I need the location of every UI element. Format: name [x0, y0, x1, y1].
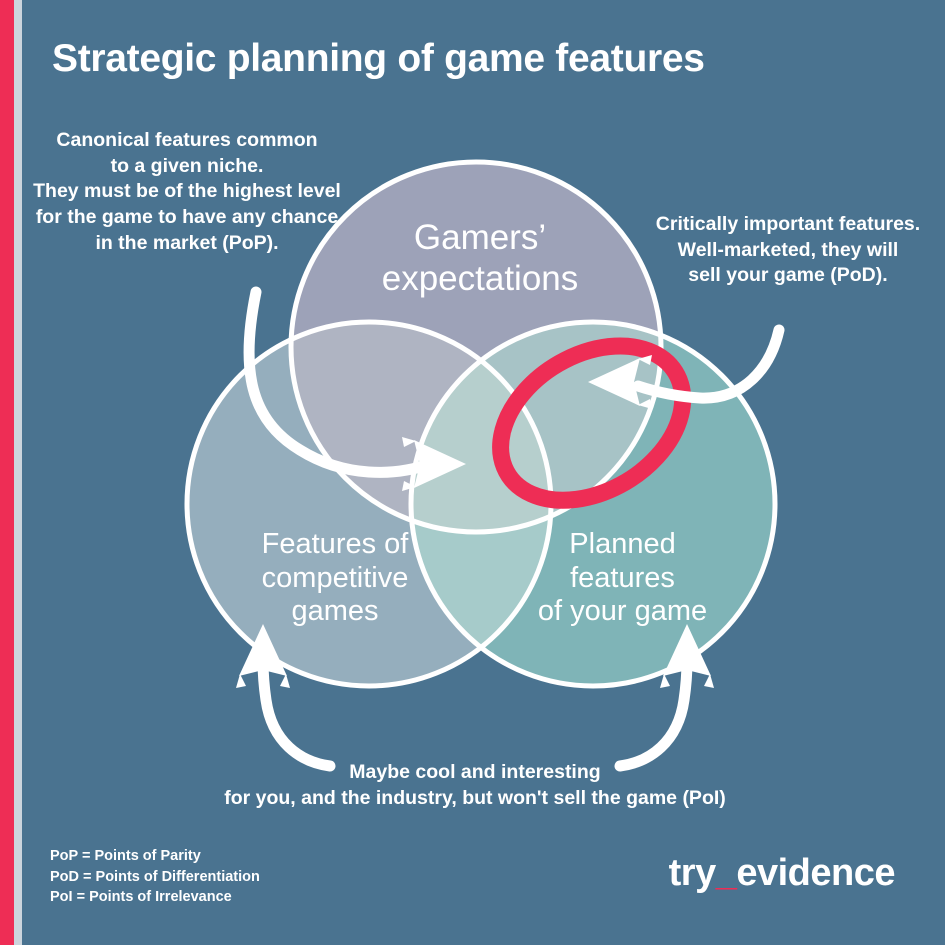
- left-accent-stripe: [0, 0, 14, 945]
- arrow-head-bottom-right: [663, 624, 711, 676]
- legend-line-poi: PoI = Points of Irrelevance: [50, 889, 232, 906]
- venn-circle-outlines: [184, 159, 778, 689]
- arrow-head-bottom-right-flick2: [660, 674, 670, 688]
- circle-outline-gamers-expectations: [288, 159, 664, 535]
- logo-text-second: evidence: [736, 852, 895, 894]
- arrow-path-bottom-right: [614, 654, 693, 772]
- arrow-head-top-left: [414, 440, 466, 488]
- legend-line-pod: PoD = Points of Differentiation: [50, 868, 260, 885]
- legend-line-pop: PoP = Points of Parity: [50, 848, 201, 864]
- highlight-ellipse-stroke: [492, 337, 692, 509]
- arrow-path-top-right: [632, 324, 785, 404]
- annotation-top-left: Canonical features common to a given nic…: [33, 129, 341, 254]
- arrow-head-bottom-left-flick2: [236, 674, 246, 688]
- annotation-arrows: [236, 286, 785, 772]
- logo-underscore: _: [715, 852, 737, 894]
- arrow-head-bottom-right-flick: [704, 674, 714, 688]
- arrow-head-bottom-left-flick: [280, 674, 290, 688]
- page-title: Strategic planning of game features: [52, 37, 705, 80]
- arrow-path-bottom-left: [257, 654, 336, 772]
- annotation-bottom: Maybe cool and interesting for you, and …: [224, 761, 726, 809]
- arrow-head-bottom-left: [239, 624, 287, 676]
- brand-logo: try_evidence: [668, 852, 896, 895]
- arrow-path-top-left: [243, 286, 436, 478]
- arrow-head-top-left-flick2: [402, 481, 416, 491]
- arrow-head-top-right: [588, 358, 640, 406]
- arrow-head-top-left-flick: [402, 437, 416, 447]
- arrow-head-top-right-flick2: [638, 399, 652, 409]
- annotation-top-right: Critically important features. Well-mark…: [655, 213, 921, 287]
- left-light-stripe: [14, 0, 22, 945]
- legend: PoP = Points of Parity PoD = Points of D…: [50, 846, 260, 908]
- arrow-head-top-right-flick: [638, 355, 652, 365]
- circle-outline-your-game: [408, 319, 778, 689]
- sweet-spot-highlight: [492, 337, 692, 509]
- logo-text-first: try: [668, 852, 717, 894]
